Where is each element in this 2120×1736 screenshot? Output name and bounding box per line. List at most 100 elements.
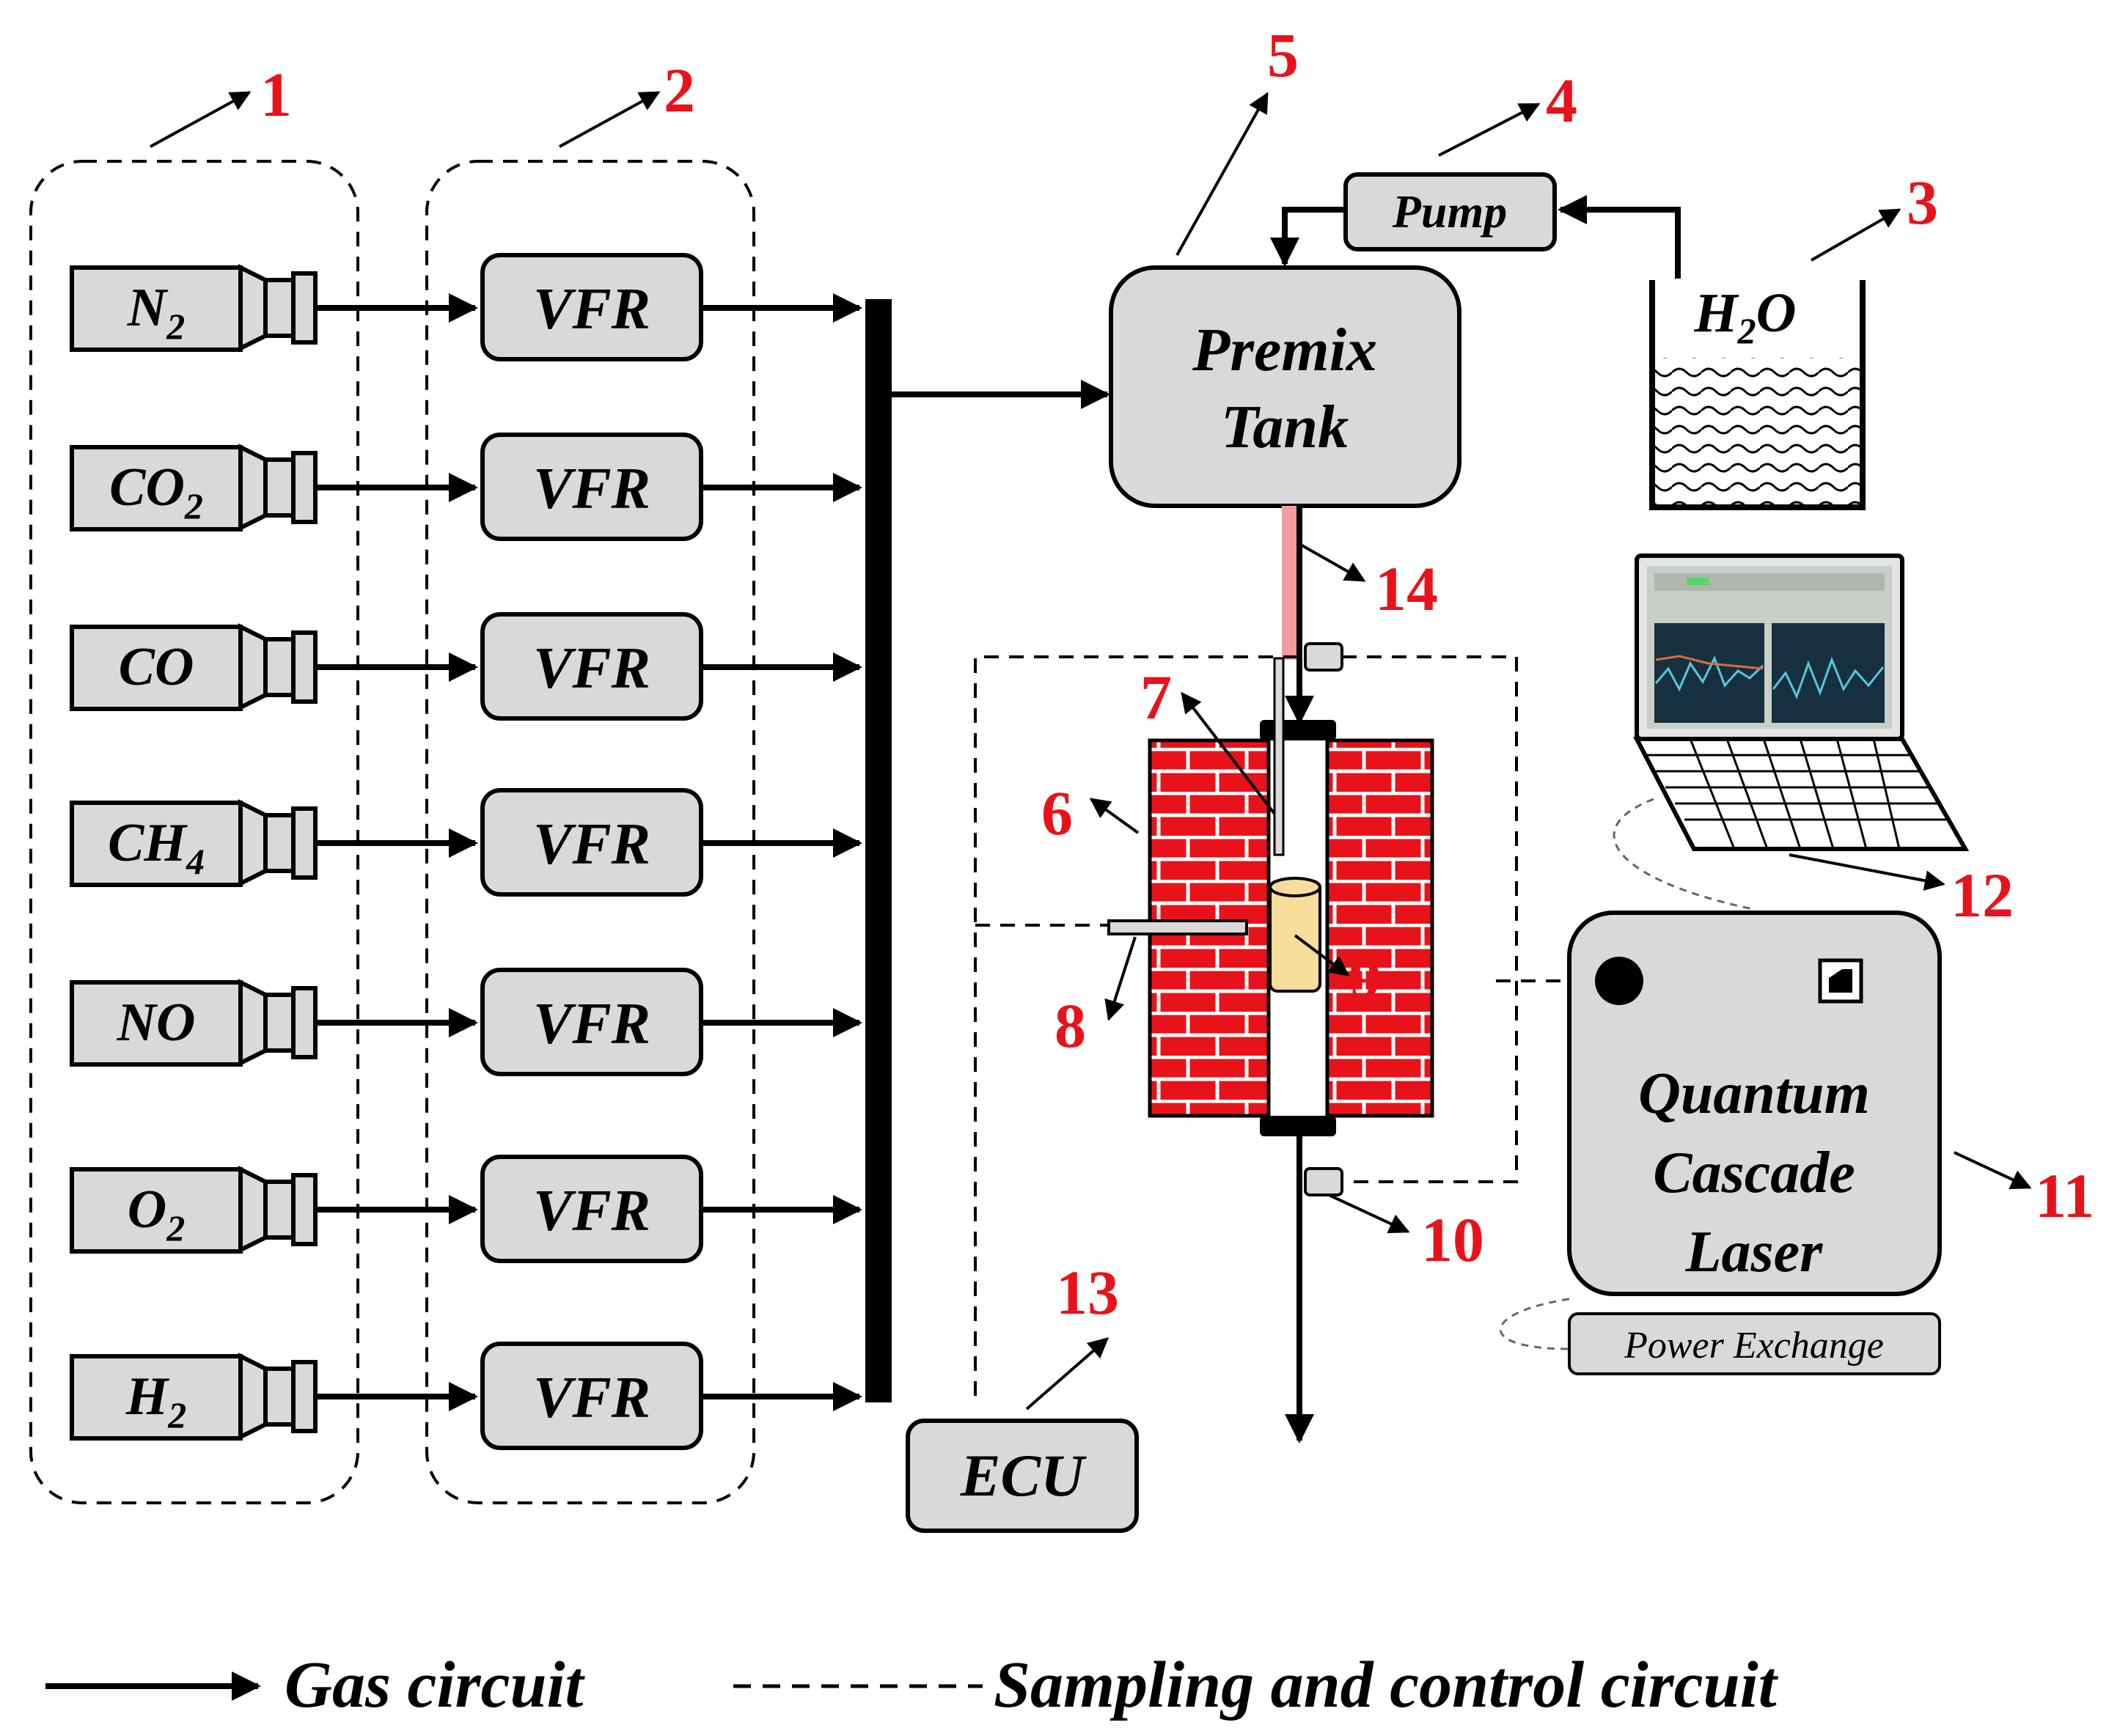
cylinder-label: CO [119, 637, 194, 697]
legend: Gas circuit Sampling and control circuit [45, 1649, 1779, 1721]
cylinder-label: H [125, 1367, 170, 1427]
vfr-label: VFR [533, 812, 650, 877]
laptop-keyboard [1633, 737, 1970, 851]
premix-tank: Premix Tank [1109, 265, 1461, 508]
water-subscript: 2 [1737, 310, 1756, 351]
pump-label: Pump [1392, 185, 1507, 238]
cylinder-co2: CO2 [70, 444, 318, 532]
legend-sampling-label: Sampling and control circuit [994, 1649, 1779, 1721]
vfr-box: VFR [480, 253, 703, 361]
callout-10: 10 [1421, 1204, 1484, 1275]
cylinder-label: O [128, 1180, 166, 1240]
callout-2: 2 [664, 55, 695, 125]
cylinder-subscript: 2 [184, 485, 203, 526]
callout-4: 4 [1546, 65, 1577, 136]
callout-8: 8 [1055, 990, 1086, 1061]
water-beaker: H2O [1649, 280, 1866, 510]
water-label: H [1693, 282, 1739, 344]
pump-to-premix-line [1270, 207, 1346, 267]
svg-text:N2: N2 [127, 278, 185, 347]
reactor-furnace [1107, 657, 1434, 1136]
sampling-port-top [1304, 642, 1343, 672]
vfr-group [425, 160, 755, 1504]
cylinder-o2: O2 [70, 1166, 318, 1254]
thermocouple-7 [1273, 657, 1285, 856]
flange-bottom [1260, 1116, 1336, 1136]
callout-1: 1 [260, 59, 292, 130]
cylinder-subscript: 2 [166, 306, 185, 347]
callout-5: 5 [1267, 20, 1299, 90]
cylinder-label: N [127, 278, 169, 338]
cylinder-n2: N2 [70, 264, 318, 352]
cylinder-no: NO [70, 979, 318, 1067]
vfr-box: VFR [480, 788, 703, 897]
callout-13: 13 [1056, 1257, 1119, 1328]
cylinder-ch4: CH4 [70, 799, 318, 887]
cylinder-subscript: 2 [166, 1207, 185, 1248]
vfr-boxes: VFR VFR VFR VFR VFR VFR VFR [480, 253, 703, 1450]
vfr-box: VFR [480, 612, 703, 721]
callout-7: 7 [1140, 662, 1172, 732]
laptop [1633, 553, 1970, 851]
callout-3: 3 [1907, 167, 1938, 238]
vfr-box: VFR [480, 968, 703, 1076]
callout-arrows [150, 91, 2032, 1410]
gas-cylinder-group [29, 160, 359, 1504]
vfr-box: VFR [480, 1155, 703, 1263]
power-exchange: Power Exchange [1568, 1312, 1941, 1375]
sampling-control-circuit [974, 655, 1575, 1400]
legend-gas-label: Gas circuit [285, 1649, 586, 1721]
cylinder-label: CH [108, 813, 188, 873]
gas-cylinders: N2 CO2 CO CH4 NO [70, 264, 318, 1441]
cylinder-subscript: 4 [186, 841, 205, 882]
svg-text:CO: CO [119, 637, 194, 697]
catalyst-top [1269, 877, 1321, 897]
thermocouple-8 [1107, 919, 1248, 935]
cylinder-subscript: 2 [167, 1394, 186, 1435]
water-label-tail: O [1756, 282, 1797, 344]
vfr-label: VFR [533, 992, 650, 1056]
vfr-label: VFR [533, 1179, 650, 1243]
premix-line1: Premix [1192, 316, 1377, 384]
callout-14: 14 [1375, 553, 1438, 624]
svg-text:O2: O2 [128, 1180, 185, 1248]
power-exchange-label: Power Exchange [1624, 1325, 1884, 1367]
cylinder-to-vfr-arrows [315, 293, 478, 1411]
vfr-box: VFR [480, 433, 703, 541]
cylinder-label: NO [117, 993, 196, 1053]
ecu-label: ECU [960, 1442, 1087, 1509]
vfr-label: VFR [533, 1366, 650, 1430]
premix-line2: Tank [1221, 393, 1349, 461]
cylinder-co: CO [70, 623, 318, 711]
power-cable [1499, 1298, 1570, 1350]
callout-numbers: 1 2 3 4 5 6 7 8 9 10 11 12 13 14 [260, 20, 2094, 1328]
vfr-label: VFR [533, 636, 650, 701]
flange-top [1260, 720, 1336, 740]
laser-line3: Laser [1685, 1220, 1824, 1284]
callout-12: 12 [1951, 860, 2014, 930]
laptop-cable [1613, 798, 1753, 911]
callout-11: 11 [2035, 1161, 2094, 1231]
ecu: ECU [906, 1419, 1139, 1533]
vfr-label: VFR [533, 457, 650, 521]
svg-text:H2O: H2O [1693, 282, 1796, 351]
water-to-pump-line [1558, 195, 1681, 279]
callout-6: 6 [1041, 778, 1073, 848]
laser-line1: Quantum [1638, 1062, 1870, 1126]
cylinder-label: CO [109, 457, 185, 518]
svg-text:CH4: CH4 [108, 813, 205, 882]
gas-manifold [865, 299, 892, 1402]
vfr-box: VFR [480, 1342, 703, 1450]
laser-line2: Cascade [1653, 1141, 1855, 1205]
cylinder-h2: H2 [70, 1353, 318, 1441]
svg-text:NO: NO [117, 993, 196, 1053]
vfr-to-manifold-arrows [701, 293, 862, 1411]
svg-text:H2: H2 [125, 1367, 187, 1435]
pump: Pump [1343, 172, 1557, 251]
callout-9: 9 [1349, 942, 1381, 1012]
svg-text:CO2: CO2 [109, 457, 203, 526]
sampling-port-bottom [1304, 1167, 1343, 1196]
quantum-cascade-laser: Quantum Cascade Laser [1567, 911, 1942, 1296]
vfr-label: VFR [533, 277, 650, 342]
